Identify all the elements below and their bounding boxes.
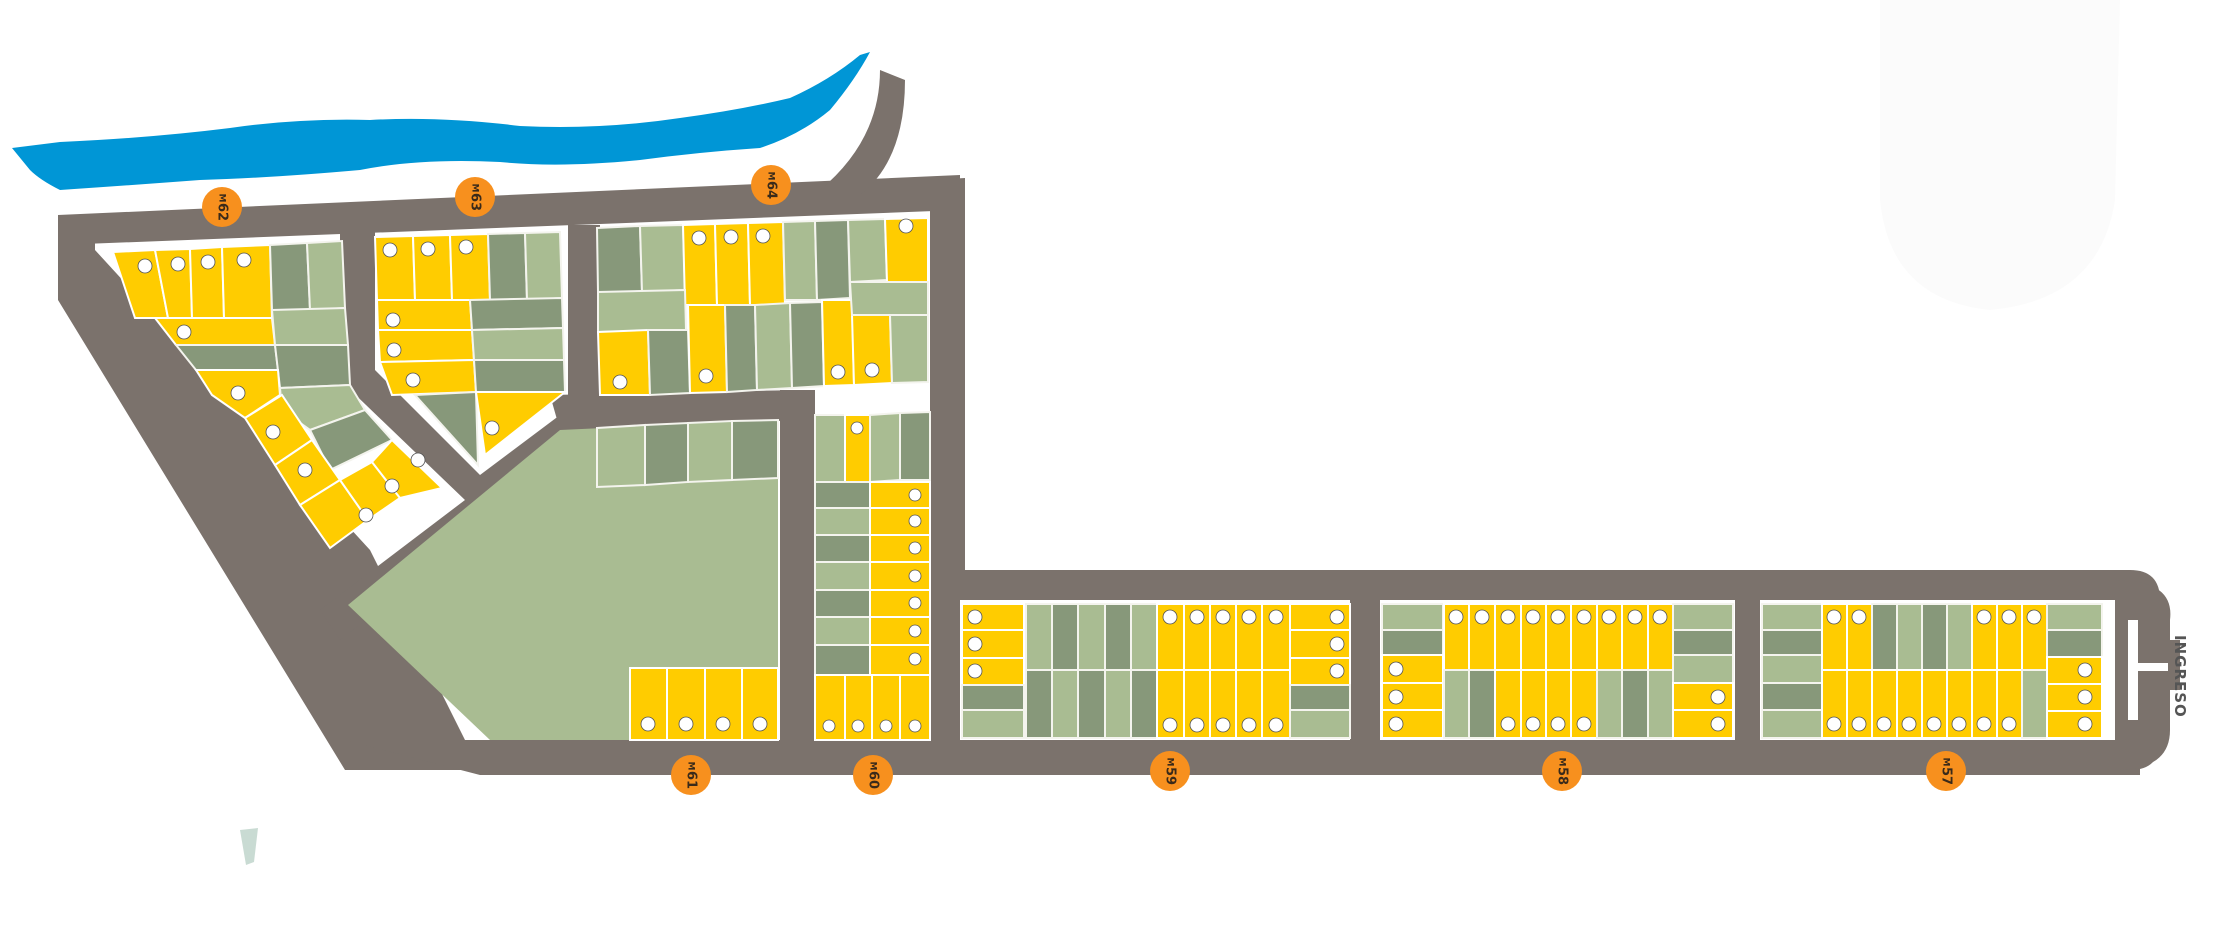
svg-text:M: M [217,194,227,203]
entrance-gate: INGRESO [2128,620,2189,720]
svg-text:M: M [1165,758,1175,767]
block-62-lots [111,239,445,550]
svg-text:M: M [868,762,878,771]
block-marker-61[interactable]: M 61 [671,755,711,795]
block-marker-63[interactable]: M 63 [455,177,495,217]
svg-text:M: M [1557,758,1567,767]
svg-text:M: M [1941,758,1951,767]
block-59-lots [961,603,1351,739]
svg-text:62: 62 [215,203,230,221]
block-64-lots [595,216,929,397]
svg-text:M: M [766,172,776,181]
svg-text:60: 60 [866,771,881,789]
block-marker-62[interactable]: M 62 [202,187,242,227]
block-57-lots [1761,603,2103,739]
river [12,52,870,190]
svg-text:63: 63 [468,193,483,211]
block-marker-59[interactable]: M 59 [1150,751,1190,791]
block-marker-64[interactable]: M 64 [751,165,791,205]
block-63-lots [373,230,568,468]
svg-text:57: 57 [1939,767,1954,785]
block-marker-60[interactable]: M 60 [853,755,893,795]
svg-text:61: 61 [684,771,699,789]
central-green-area [348,420,778,740]
block-58-lots [1381,603,1734,739]
block-61-lots [596,418,779,741]
svg-text:M: M [470,184,480,193]
block-marker-58[interactable]: M 58 [1542,751,1582,791]
faint-background-shape [1880,0,2120,310]
svg-text:64: 64 [764,181,779,199]
svg-text:59: 59 [1163,767,1178,785]
svg-text:58: 58 [1555,767,1570,785]
entrance-label: INGRESO [2171,635,2189,718]
faint-mark [240,828,258,865]
svg-text:M: M [686,762,696,771]
block-60-lots [814,410,931,741]
roads [58,70,2180,775]
block-marker-57[interactable]: M 57 [1926,751,1966,791]
